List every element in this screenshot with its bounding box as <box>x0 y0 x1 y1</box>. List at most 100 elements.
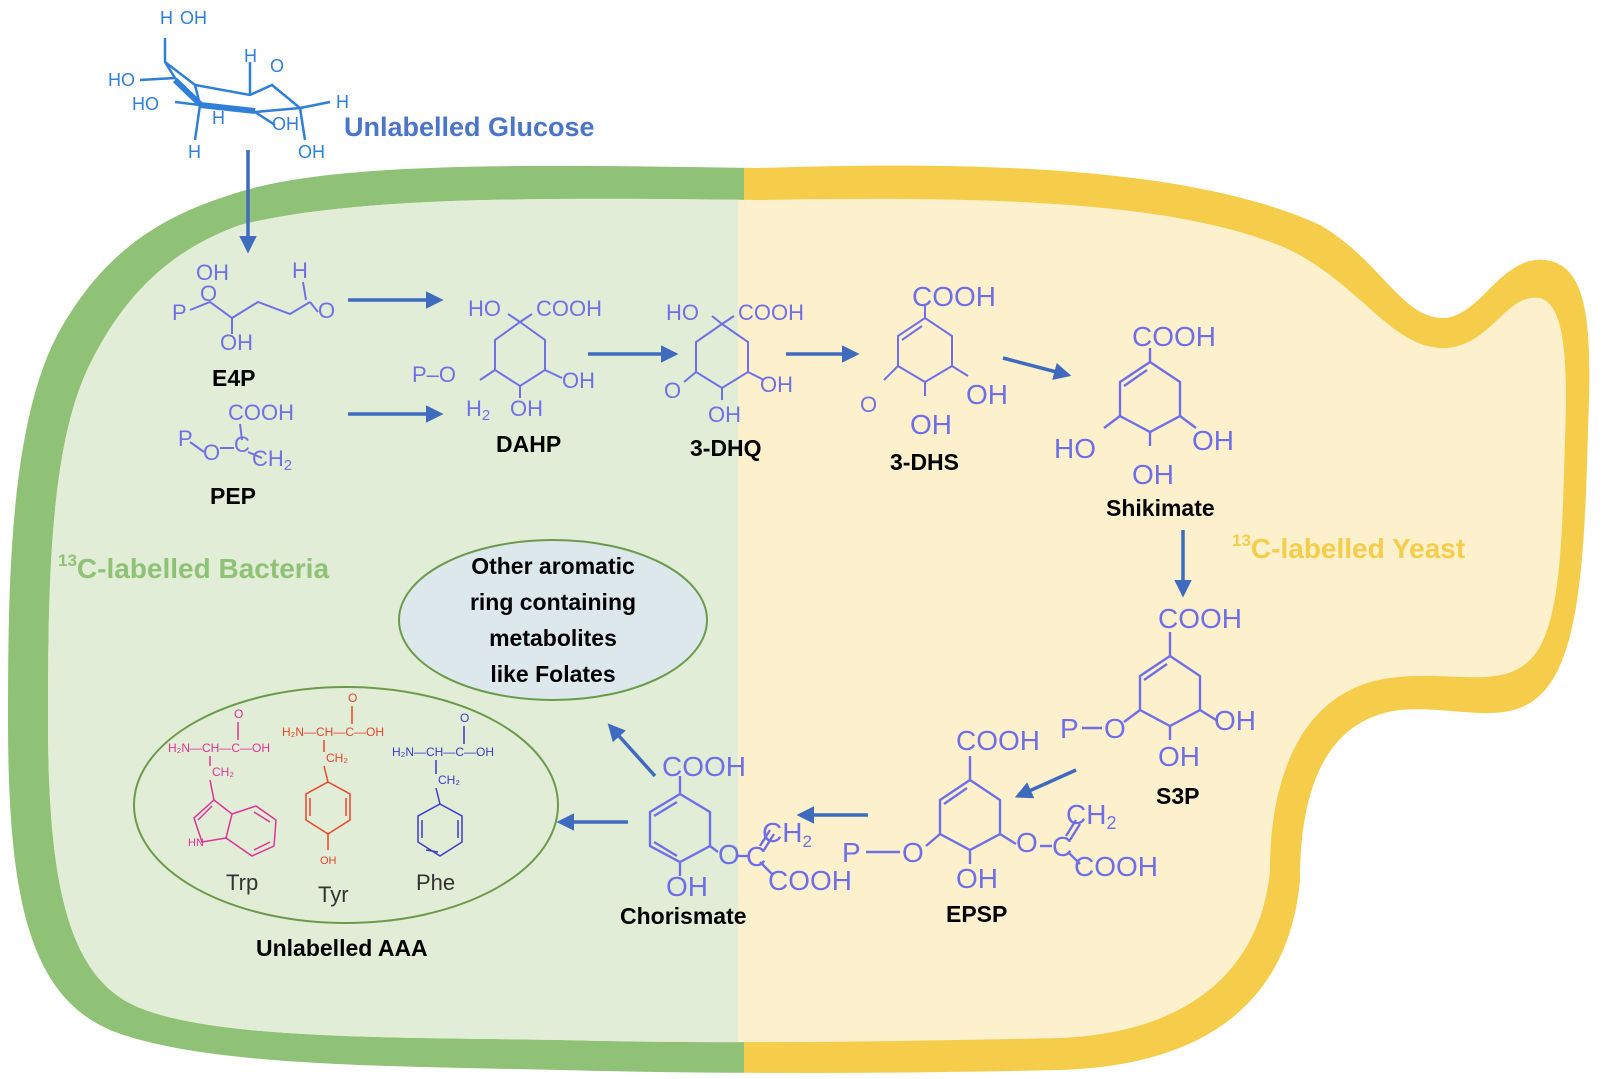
pep-ch2: CH2 <box>252 446 292 474</box>
arrow-s3p-to-epsp <box>1014 768 1077 799</box>
other-line-2: ring containing <box>470 589 636 615</box>
dahp-name: DAHP <box>496 431 561 457</box>
tyr-ch2: CH₂ <box>326 751 348 765</box>
phe-amine: H₂N—CH—C—OH <box>392 745 494 759</box>
chorismate-oh-bottom: OH <box>666 871 708 902</box>
tyr-oh: OH <box>320 855 337 867</box>
e4p-name: E4P <box>212 365 255 391</box>
tyr-amine: H₂N—CH—C—OH <box>282 725 384 739</box>
epsp-structure: COOH P O OH O C CH2 COOH <box>842 725 1158 894</box>
glucose-h-right: H <box>336 92 349 112</box>
other-metabolites-bubble: Other aromatic ring containing metabolit… <box>398 539 708 701</box>
glucose-h-top: H <box>160 8 173 28</box>
chorismate-o: O <box>718 839 740 870</box>
dahp-cooh: COOH <box>536 296 602 321</box>
dhs-oh-right: OH <box>966 379 1008 410</box>
aaa-label: Unlabelled AAA <box>256 935 428 961</box>
glucose-o-ring: O <box>270 56 284 76</box>
dhs-name: 3-DHS <box>890 449 959 475</box>
tyr-structure: H₂N—CH—C—OH O CH₂ OH <box>282 691 384 867</box>
chorismate-cooh: COOH <box>662 751 746 782</box>
chorismate-ch2: CH2 <box>762 817 812 851</box>
chorismate-structure: COOH OH O C CH2 COOH <box>648 751 852 902</box>
phe-ch2: CH₂ <box>438 773 460 787</box>
s3p-structure: COOH P O OH OH <box>1060 603 1256 772</box>
e4p-structure: OH H P O O OH <box>172 258 335 355</box>
pathway-arrows <box>239 150 1192 831</box>
dahp-h2: H2 <box>466 396 490 424</box>
tyr-o: O <box>348 691 357 705</box>
pep-cooh: COOH <box>228 400 294 425</box>
s3p-cooh: COOH <box>1158 603 1242 634</box>
epsp-p: P <box>842 837 861 868</box>
glucose-ho-1: HO <box>108 70 135 90</box>
pep-name: PEP <box>210 483 256 509</box>
chorismate-name: Chorismate <box>620 903 747 929</box>
dhq-structure: HO COOH O OH OH <box>664 300 804 427</box>
epsp-c: C <box>1052 831 1072 862</box>
shikimate-oh-bottom: OH <box>1132 459 1174 490</box>
dahp-oh-bottom: OH <box>510 396 543 421</box>
other-line-4: like Folates <box>490 661 615 687</box>
s3p-oh-right: OH <box>1214 705 1256 736</box>
shikimate-name: Shikimate <box>1106 495 1215 521</box>
epsp-o-right: O <box>1016 827 1038 858</box>
arrow-chorismate-to-other <box>607 723 657 778</box>
phe-structure: H₂N—CH—C—OH O CH₂ <box>392 711 494 857</box>
e4p-oh-bottom: OH <box>220 330 253 355</box>
epsp-cooh: COOH <box>956 725 1040 756</box>
s3p-name: S3P <box>1156 783 1199 809</box>
bacteria-label: 13C-labelled Bacteria <box>58 551 329 584</box>
shikimate-cooh: COOH <box>1132 321 1216 352</box>
e4p-aldehyde-o: O <box>318 298 335 323</box>
epsp-name: EPSP <box>946 901 1007 927</box>
dahp-structure: HO COOH P–O H2 OH OH <box>412 296 602 424</box>
s3p-oh-bottom: OH <box>1158 741 1200 772</box>
glucose-label: Unlabelled Glucose <box>344 112 595 142</box>
shikimate-structure: COOH HO OH OH <box>1054 321 1234 490</box>
trp-o: O <box>234 707 243 721</box>
dahp-ho: HO <box>468 296 501 321</box>
dhq-name: 3-DHQ <box>690 435 762 461</box>
epsp-ch2: CH2 <box>1066 799 1116 833</box>
dahp-oh-right: OH <box>562 368 595 393</box>
dhs-cooh: COOH <box>912 281 996 312</box>
dhs-oh-bottom: OH <box>910 409 952 440</box>
dhq-o: O <box>664 378 681 403</box>
other-line-3: metabolites <box>489 625 617 651</box>
bacteria-interior <box>48 198 738 1043</box>
glucose-h-bottom: H <box>188 142 201 162</box>
dahp-po: P–O <box>412 362 456 387</box>
yeast-label: 13C-labelled Yeast <box>1232 531 1465 564</box>
pep-structure: COOH P O C CH2 <box>178 400 294 474</box>
chorismate-c: C <box>746 841 766 872</box>
pep-c: C <box>234 432 250 457</box>
trp-structure: H₂N—CH—C—OH O CH₂ HN <box>168 707 277 857</box>
chorismate-cooh-side: COOH <box>768 865 852 896</box>
e4p-oh-top: OH <box>196 260 229 285</box>
dhq-ho: HO <box>666 300 699 325</box>
shikimate-oh-right: OH <box>1192 425 1234 456</box>
glucose-oh-mid: OH <box>272 114 299 134</box>
dhs-structure: COOH O OH OH <box>860 281 1008 440</box>
other-line-1: Other aromatic <box>471 553 635 579</box>
s3p-o: O <box>1104 713 1126 744</box>
epsp-oh-bottom: OH <box>956 863 998 894</box>
e4p-h: H <box>292 258 308 283</box>
tyr-name: Tyr <box>318 882 349 907</box>
epsp-cooh-side: COOH <box>1074 851 1158 882</box>
dhs-o: O <box>860 392 877 417</box>
shikimate-ho: HO <box>1054 433 1096 464</box>
dhq-cooh: COOH <box>738 300 804 325</box>
arrow-dhs-to-shikimate <box>1002 356 1072 380</box>
e4p-p: P <box>172 300 187 325</box>
glucose-oh-bottom: OH <box>298 142 325 162</box>
dhq-oh-right: OH <box>760 372 793 397</box>
glucose-ho-2: HO <box>132 94 159 114</box>
phe-o: O <box>460 711 469 725</box>
glucose-h-ring: H <box>244 46 257 66</box>
phe-name: Phe <box>416 870 455 895</box>
glucose-h-mid: H <box>212 108 225 128</box>
aaa-bubble <box>133 686 559 924</box>
